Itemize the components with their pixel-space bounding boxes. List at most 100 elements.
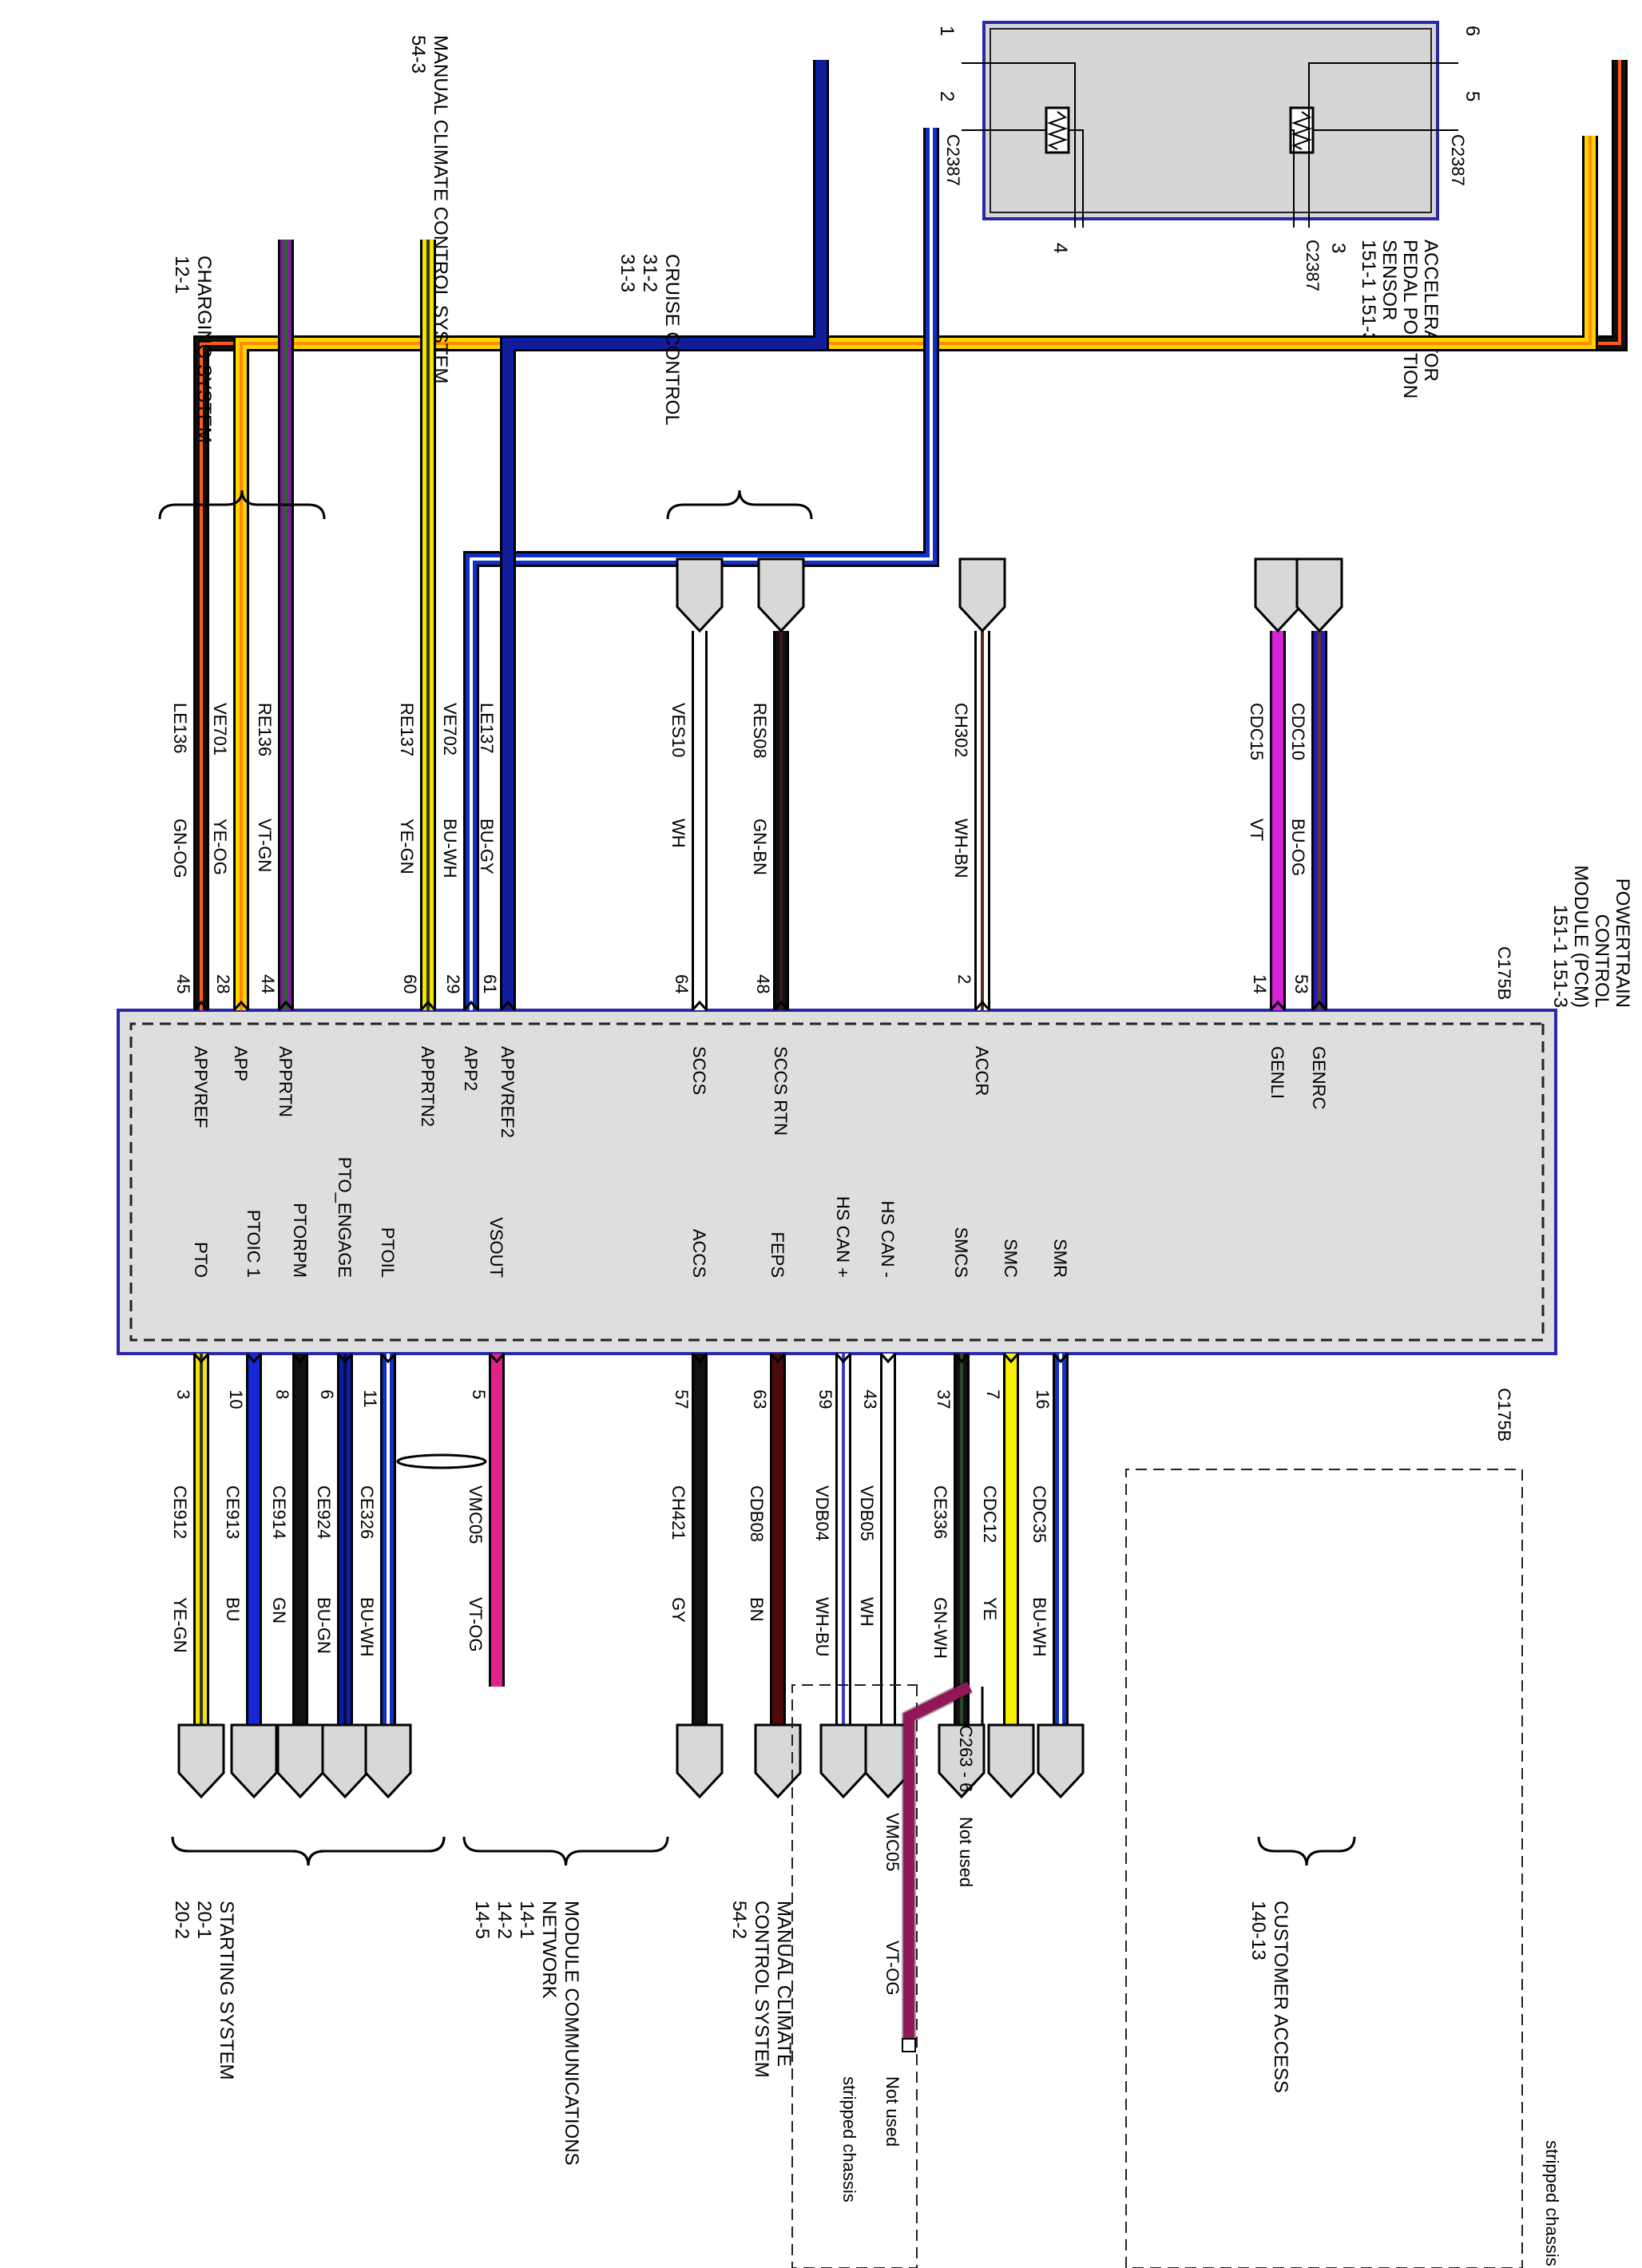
pcm-module-inner: [129, 1022, 1545, 1342]
top-pin-61-wire-id: LE137: [477, 703, 497, 754]
top-pin-14-wire-id: CDC15: [1247, 703, 1267, 760]
top-pin-64-terminal: [676, 557, 724, 633]
top-pin-60-arrow: [419, 1000, 437, 1012]
top-pin-2-signal: ACCR: [972, 1046, 992, 1096]
top-pin-61-wire-stripe: [506, 60, 823, 1010]
climate-top-label-2: 54-3: [407, 35, 429, 73]
bottom-pin-10-arrow: [245, 1352, 263, 1364]
top-pin-64-wire-color: WH: [668, 819, 688, 848]
brace-cruise: [666, 490, 813, 520]
network-label-5: 14-5: [471, 1901, 493, 1939]
cruise-label-1: CRUISE CONTROL: [661, 254, 683, 426]
bottom-pin-11-wire-color: BU-WH: [357, 1597, 377, 1657]
top-pin-44-wire-color: VT-GN: [255, 819, 275, 872]
top-pin-2-number: 2: [954, 974, 974, 984]
bottom-pin-43-wire-id: VDB05: [857, 1485, 877, 1541]
bottom-pin-63-wire-id: CDB08: [747, 1485, 767, 1542]
pcm-title-line-3: MODULE (PCM): [1570, 865, 1592, 1008]
bottom-pin-10-number: 10: [226, 1390, 246, 1409]
bottom-pin-59-wire-color: WH-BU: [812, 1597, 832, 1657]
top-pin-14-number: 14: [1250, 974, 1270, 993]
aps-title-line-3: SENSOR: [1378, 240, 1400, 320]
top-pin-28-wire-id: VE701: [210, 703, 230, 755]
bottom-pin-10-terminal: [230, 1723, 278, 1799]
bottom-pin-7-wire-id: CDC12: [980, 1485, 1000, 1543]
bottom-connector-label: C175B: [1494, 1388, 1514, 1441]
bottom-pin-11-arrow: [379, 1352, 397, 1364]
network-label-1: MODULE COMMUNICATIONS: [561, 1901, 582, 2166]
bottom-pin-5-arrow: [488, 1352, 506, 1364]
top-pin-45-wire-id: LE136: [170, 703, 190, 754]
top-pin-64-arrow: [691, 1000, 708, 1012]
bottom-pin-5-wire-id: VMC05: [466, 1485, 486, 1544]
charging-system-label-2: 12-1: [171, 256, 192, 294]
bottom-pin-7-wire-color: YE: [980, 1597, 1000, 1620]
bottom-pin-10-wire-color: BU: [223, 1597, 243, 1622]
top-pin-45-number: 45: [173, 974, 193, 993]
top-pin-45-signal: APPVREF: [191, 1046, 211, 1128]
climate-bottom-label-3: 54-2: [728, 1901, 750, 1939]
climate-bottom-label-1: MANUAL CLIMATE: [773, 1901, 795, 2067]
bottom-pin-6-wire-id: CE924: [314, 1485, 334, 1539]
top-pin-28-arrow: [232, 1000, 250, 1012]
top-pin-64-wire-id: VES10: [668, 703, 688, 758]
top-pin-44-signal: APPRTN: [276, 1046, 295, 1117]
stripped-chassis-wire-edge: [902, 1679, 974, 2044]
aps-pin-2-number: 2: [936, 91, 958, 101]
bottom-pin-7-terminal: [987, 1723, 1035, 1799]
bottom-pin-3-number: 3: [173, 1390, 193, 1399]
top-pin-14-terminal: [1254, 557, 1302, 633]
bottom-pin-16-arrow: [1052, 1352, 1069, 1364]
top-pin-44-number: 44: [258, 974, 278, 993]
bottom-pin-63-number: 63: [750, 1390, 770, 1409]
bottom-pin-5-number: 5: [469, 1390, 489, 1399]
top-pin-60-wire-color: YE-GN: [397, 819, 417, 874]
top-pin-61-signal: APPVREF2: [498, 1046, 518, 1138]
bottom-pin-6-wire-color: BU-GN: [314, 1597, 334, 1654]
top-pin-60-number: 60: [400, 974, 420, 993]
top-pin-48-signal: SCCS RTN: [771, 1046, 791, 1136]
bottom-pin-37-terminal: [938, 1723, 986, 1799]
top-pin-2-wire-color: WH-BN: [951, 819, 971, 878]
bottom-pin-3-wire-id: CE912: [170, 1485, 190, 1539]
top-pin-61-wire-color: BU-GY: [477, 819, 497, 874]
top-pins-layer: 45APPVREFLE136GN-OG28APPVE701YE-OG44APPR…: [170, 703, 1329, 1138]
top-pin-29-signal: APP2: [461, 1046, 481, 1091]
aps-title-line-1: ACCELERATOR: [1420, 240, 1442, 382]
starting-label-1: STARTING SYSTEM: [216, 1901, 237, 2080]
aps-internal-wiring: [962, 62, 1458, 228]
top-pin-53-wire-id: CDC10: [1288, 703, 1308, 760]
bottom-pin-43-number: 43: [860, 1390, 880, 1409]
top-pin-53-number: 53: [1291, 974, 1311, 993]
top-pin-2-terminal: [958, 557, 1006, 633]
bottom-pin-57-terminal: [676, 1723, 724, 1799]
bottom-pin-37-signal: SMCS: [951, 1227, 971, 1278]
aps-pin-1-number: 1: [936, 26, 958, 36]
top-pin-29-arrow: [462, 1000, 480, 1012]
bottom-pin-43-wire-color: WH: [857, 1597, 877, 1627]
cruise-label-3: 31-3: [617, 254, 638, 292]
bottom-pin-57-wire-color: GY: [668, 1597, 688, 1623]
bottom-pin-57-signal: ACCS: [689, 1229, 709, 1278]
pcm-title-line-4: 151-1 151-3: [1549, 905, 1571, 1008]
aps-pin-3-number: 3: [1327, 243, 1349, 253]
bottom-pin-59-signal: HS CAN +: [833, 1196, 853, 1278]
brace-charging: [158, 490, 326, 520]
stripped-chassis-label-2: stripped chassis: [839, 2076, 859, 2203]
brace-network: [462, 1836, 669, 1866]
top-pin-14-wire-color: VT: [1247, 819, 1267, 841]
network-label-3: 14-1: [516, 1901, 537, 1939]
stripped-chassis-wire: [903, 1681, 973, 2044]
top-pin-60-wire-id: RE137: [397, 703, 417, 756]
bottom-pin-8-wire-id: CE914: [269, 1485, 289, 1539]
bottom-pin-7-signal: SMC: [1001, 1239, 1021, 1278]
bottom-pin-59-number: 59: [815, 1390, 835, 1409]
aps-pin-4-number: 4: [1049, 243, 1071, 253]
splice-id-label: C263 - 6: [956, 1725, 976, 1792]
top-pin-44-arrow: [277, 1000, 295, 1012]
bottom-pin-3-terminal: [177, 1723, 225, 1799]
top-pin-45-wire-color: GN-OG: [170, 819, 190, 878]
customer-access-label-1: CUSTOMER ACCESS: [1270, 1901, 1291, 2093]
top-pin-61-number: 61: [480, 974, 500, 993]
